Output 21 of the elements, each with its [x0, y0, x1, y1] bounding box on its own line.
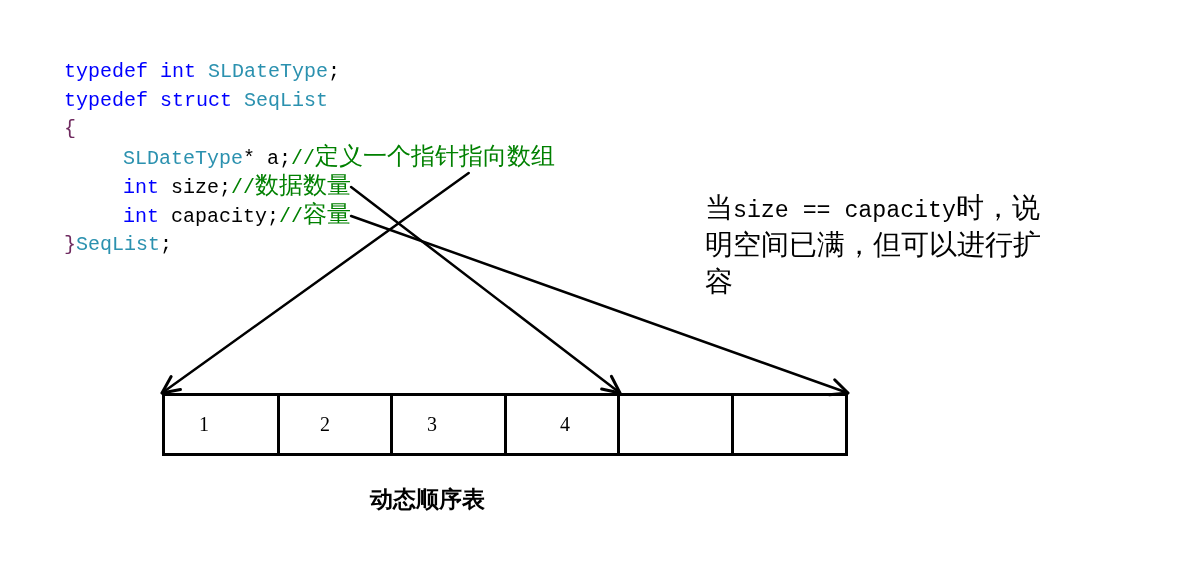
cell-number: 2	[320, 413, 330, 435]
cell-number: 3	[427, 413, 437, 435]
arrow	[160, 171, 470, 395]
array-cell	[390, 393, 507, 456]
code-line: {	[64, 116, 76, 142]
array-cell	[504, 393, 620, 456]
code-line: }SeqList;	[64, 232, 173, 258]
caption: 动态顺序表	[370, 486, 485, 514]
array-cell	[277, 393, 393, 456]
arrow	[349, 214, 850, 397]
array-cell	[731, 393, 848, 456]
code-statement: int capacity;	[123, 205, 280, 228]
code-line: typedef int SLDateType;	[64, 59, 341, 85]
array-cell	[617, 393, 734, 456]
cell-number: 4	[560, 413, 570, 435]
code-statement: int size;	[123, 176, 232, 199]
code-line: typedef struct SeqList	[64, 88, 329, 114]
arrow	[349, 185, 622, 395]
code-statement: SLDateType* a;	[123, 147, 292, 170]
cell-number: 1	[199, 413, 209, 435]
array-cell	[162, 393, 280, 456]
